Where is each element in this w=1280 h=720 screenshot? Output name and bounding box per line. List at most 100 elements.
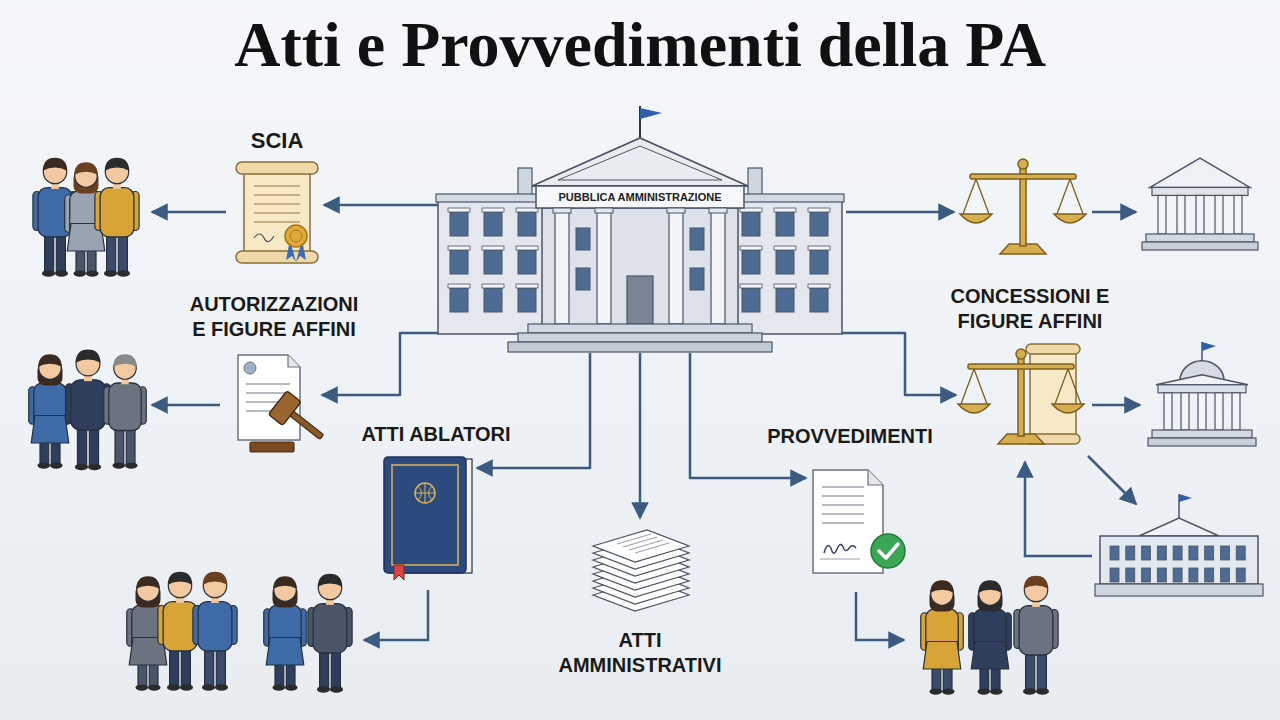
- people-groups: [29, 158, 1058, 695]
- scales-beam: [970, 174, 1076, 179]
- person-leg: [89, 425, 98, 467]
- signature-scribble: [254, 234, 274, 242]
- scales-pan: [960, 214, 992, 223]
- building-window: [576, 268, 590, 290]
- person-shoe: [978, 688, 991, 694]
- building-center: [542, 208, 738, 334]
- person-hair: [978, 580, 1002, 593]
- building-window: [1142, 546, 1151, 560]
- building-window: [1236, 568, 1245, 582]
- paper-stack-node: ATTI AMMINISTRATIVI: [585, 520, 695, 615]
- gavel-handle: [288, 410, 323, 439]
- building-window: [484, 288, 502, 312]
- person-shoe: [50, 462, 63, 468]
- text-line: [246, 392, 290, 394]
- building-cornice: [1158, 385, 1246, 393]
- building-column: [1234, 195, 1242, 234]
- person-leg: [170, 646, 179, 688]
- text-line: [254, 221, 300, 223]
- document-stamp: [244, 362, 256, 374]
- window-cornice: [516, 246, 538, 250]
- building-window: [484, 250, 502, 274]
- scales-icon: [960, 159, 1086, 254]
- window-cornice: [482, 246, 504, 250]
- person-shoe: [55, 270, 68, 277]
- person-hair: [105, 158, 130, 171]
- person-shoe: [117, 270, 130, 277]
- category-label: AUTORIZZAZIONI E FIGURE AFFINI: [184, 292, 364, 342]
- building-wing: [438, 200, 550, 334]
- person-hair: [273, 576, 297, 589]
- building-window: [450, 212, 468, 236]
- person-figure: [969, 580, 1012, 694]
- building-window: [450, 288, 468, 312]
- person-shoe: [942, 688, 955, 694]
- person-shoe: [74, 270, 87, 276]
- person-shoe: [113, 462, 126, 468]
- text-line: [623, 537, 657, 547]
- scales-string: [963, 179, 989, 214]
- window-cornice: [774, 208, 796, 212]
- building-frieze: [536, 186, 744, 208]
- category-label: ATTI AMMINISTRATIVI: [545, 628, 735, 678]
- person-hair: [1024, 576, 1049, 589]
- person-skirt: [266, 638, 304, 666]
- building-window: [1110, 546, 1119, 560]
- category-label: SCIA: [192, 127, 362, 155]
- building-step: [528, 324, 752, 333]
- building-window: [1142, 568, 1151, 582]
- person-leg: [56, 232, 65, 274]
- person-shoe: [215, 684, 228, 691]
- signature-scribble: [824, 544, 856, 553]
- person-figure: [158, 572, 202, 691]
- illustration-arrow: [1092, 211, 1136, 214]
- building-window: [450, 250, 468, 274]
- gavel-document-node: AUTORIZZAZIONI E FIGURE AFFINI: [228, 350, 320, 455]
- building-pediment: [1156, 375, 1248, 385]
- person-shoe: [42, 270, 55, 277]
- flag: [1179, 494, 1192, 502]
- building-column: [1177, 195, 1185, 234]
- building-window: [1220, 568, 1229, 582]
- window-cornice: [774, 284, 796, 288]
- building-window: [576, 228, 590, 250]
- connector-arrow: [477, 353, 590, 468]
- building-icon: [1148, 342, 1256, 446]
- person-shoe: [285, 684, 298, 690]
- building-window: [1126, 546, 1135, 560]
- connector-arrow: [639, 353, 642, 518]
- scroll-sheet: [1030, 350, 1076, 438]
- person-shoe: [202, 684, 215, 691]
- bookmark: [394, 565, 404, 580]
- text-line: [629, 540, 663, 550]
- window-cornice: [516, 284, 538, 288]
- person-leg: [205, 646, 214, 688]
- connector-arrow: [690, 353, 806, 478]
- node-shape: [958, 340, 1083, 450]
- building-column: [1232, 393, 1240, 430]
- building-wing: [730, 200, 842, 334]
- building-window: [518, 212, 536, 236]
- seal: [285, 225, 307, 247]
- person-shoe: [104, 270, 117, 277]
- text-line: [822, 504, 864, 506]
- illustration-arrow: [1025, 462, 1092, 556]
- building-column: [711, 212, 725, 324]
- building-column: [1198, 393, 1206, 430]
- person-body: [38, 188, 72, 237]
- illustration-arrow: [846, 211, 954, 214]
- person-figure: [66, 349, 111, 470]
- person-figure: [1014, 576, 1058, 695]
- person-leg: [107, 232, 116, 274]
- gavel-head: [268, 391, 301, 426]
- building-window: [1126, 568, 1135, 582]
- illustration-arrow: [856, 592, 904, 640]
- book-icon-node: ATTI ABLATORI: [380, 455, 475, 580]
- illustration-arrow: [152, 404, 220, 407]
- node-shape: [808, 465, 908, 585]
- illustration-arrow: [1088, 456, 1136, 504]
- building-window: [742, 288, 760, 312]
- building-step: [1152, 430, 1252, 438]
- building-column: [1215, 393, 1223, 430]
- column-capital: [595, 208, 613, 213]
